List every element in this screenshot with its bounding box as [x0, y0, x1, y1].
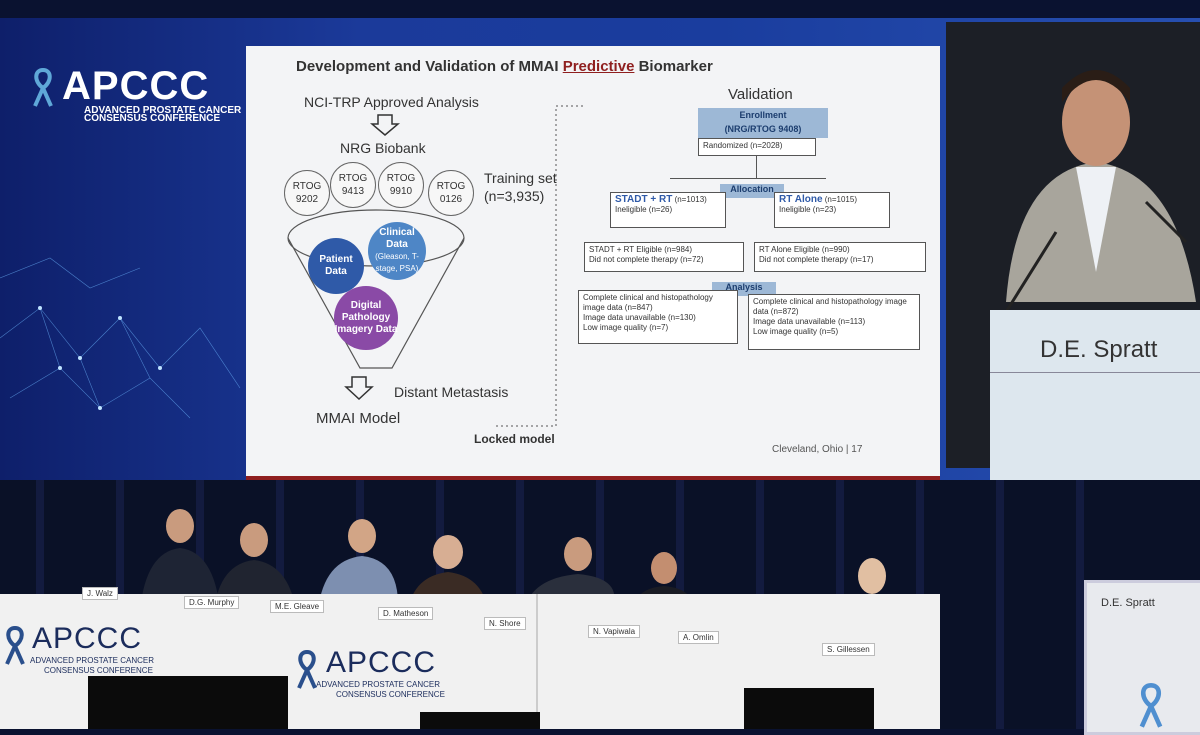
dotted-connector [496, 105, 584, 427]
speaker-name: D.E. Spratt [1040, 336, 1158, 363]
arrow-down-icon [370, 114, 400, 136]
arm1-n: (n=1013) [674, 195, 707, 204]
arm1-eligible: STADT + RT Eligible (n=984) [589, 245, 693, 254]
nametag: M.E. Gleave [270, 600, 325, 613]
ribbon-icon [297, 650, 317, 689]
training-set-label: Training set [484, 170, 557, 186]
rtog-circle: RTOG 9413 [330, 162, 376, 208]
arrow-down-icon [344, 376, 374, 400]
table-monitor [88, 676, 288, 729]
mmai-model-text: MMAI Model [316, 410, 401, 427]
slide-title: Development and Validation of MMAI Predi… [296, 58, 713, 75]
clinical-data-detail: (Gleason, T-stage, PSA) [375, 252, 419, 273]
arm1-eligible-box: STADT + RT Eligible (n=984) Did not comp… [584, 242, 744, 272]
rtog-circle: RTOG 0126 [428, 170, 474, 216]
complete2-a: Image data unavailable (n=113) [753, 317, 866, 326]
arm1-ineligible: Ineligible (n=26) [615, 205, 673, 214]
nametag: D. Matheson [378, 607, 434, 620]
arm2-eligible: RT Alone Eligible (n=990) [759, 245, 850, 254]
approved-text: NCI-TRP Approved Analysis [304, 94, 479, 110]
rtog-circle: RTOG 9202 [284, 170, 330, 216]
training-set-n: (n=3,935) [484, 188, 545, 204]
complete2-text: Complete clinical and histopathology ima… [753, 297, 907, 316]
speaker-podium: D.E. Spratt [1084, 580, 1200, 735]
nametag: N. Vapiwala [588, 625, 641, 638]
podium-name: D.E. Spratt [1101, 597, 1155, 609]
arm2-ineligible: Ineligible (n=23) [779, 205, 837, 214]
nametag: S. Gillessen [822, 643, 875, 656]
biobank-text: NRG Biobank [340, 140, 426, 156]
arm2-dnc: Did not complete therapy (n=17) [759, 255, 874, 264]
table-logo-text: APCCC [32, 622, 143, 655]
allocation-header: Allocation [720, 184, 784, 198]
table-logo-sub2: CONSENSUS CONFERENCE [336, 690, 445, 699]
arm2-label: RT Alone [779, 194, 823, 205]
enrollment-trial: (NRG/RTOG 9408) [724, 124, 802, 134]
speaker-nameplate-screen: D.E. Spratt [990, 310, 1200, 480]
arm2-n: (n=1015) [824, 195, 857, 204]
nametag: J. Walz [82, 587, 118, 600]
nametag: N. Shore [484, 617, 526, 630]
flow-line [670, 178, 826, 179]
complete2-box: Complete clinical and histopathology ima… [748, 294, 920, 350]
slide-title-pre: Development and Validation of MMAI [296, 58, 563, 75]
clinical-data-circle: Clinical Data (Gleason, T-stage, PSA) [368, 222, 426, 280]
flow-line [756, 156, 757, 178]
table-logo-text: APCCC [326, 646, 437, 679]
ribbon-icon [33, 68, 53, 107]
table-monitor [420, 712, 540, 729]
locked-model-text: Locked model [474, 432, 555, 446]
arm2-eligible-box: RT Alone Eligible (n=990) Did not comple… [754, 242, 926, 272]
presentation-slide: Development and Validation of MMAI Predi… [246, 46, 940, 482]
rtog-circle: RTOG 9910 [378, 162, 424, 208]
table-logo-sub1: ADVANCED PROSTATE CANCER [30, 656, 155, 665]
enrollment-label: Enrollment [739, 110, 787, 120]
distant-metastasis-text: Distant Metastasis [394, 384, 509, 400]
complete1-box: Complete clinical and histopathology ima… [578, 290, 738, 344]
slide-footer: Cleveland, Ohio | 17 [772, 444, 863, 455]
clinical-data-label: Clinical Data [379, 227, 415, 250]
randomized-box: Randomized (n=2028) [698, 138, 816, 156]
arm1-label: STADT + RT [615, 194, 673, 205]
divider [990, 372, 1200, 373]
complete1-b: Low image quality (n=7) [583, 323, 669, 332]
logo-subtitle-1: ADVANCED PROSTATE CANCER [84, 105, 242, 116]
table-logo-left: APCCC ADVANCED PROSTATE CANCER CONSENSUS… [4, 622, 154, 676]
validation-title: Validation [728, 86, 793, 103]
arm1-dnc: Did not complete therapy (n=72) [589, 255, 704, 264]
slide-title-post: Biomarker [634, 58, 713, 75]
speaker-figure [946, 22, 1200, 468]
slide-title-emph: Predictive [562, 58, 635, 75]
complete1-a: Image data unavailable (n=130) [583, 313, 696, 322]
logo-text: APCCC [62, 64, 210, 108]
arm2-box: RT Alone (n=1015) Ineligible (n=23) [774, 192, 890, 228]
arm1-box: STADT + RT (n=1013) Ineligible (n=26) [610, 192, 726, 228]
projection-screen: APCCC ADVANCED PROSTATE CANCER CONSENSUS… [0, 18, 1200, 482]
enrollment-header: Enrollment (NRG/RTOG 9408) [698, 108, 828, 138]
table-monitor [744, 688, 874, 729]
complete2-b: Low image quality (n=5) [753, 327, 839, 336]
ribbon-icon [5, 626, 25, 665]
patient-data-circle: Patient Data [308, 238, 364, 294]
table-seam [536, 594, 538, 729]
ribbon-icon [1139, 683, 1163, 728]
nametag: A. Omlin [678, 631, 719, 644]
table-logo-sub2: CONSENSUS CONFERENCE [44, 666, 153, 675]
digital-pathology-circle: Digital Pathology Imagery Data [334, 286, 398, 350]
nametag: D.G. Murphy [184, 596, 240, 609]
complete1-text: Complete clinical and histopathology ima… [583, 293, 713, 312]
table-logo-center: APCCC ADVANCED PROSTATE CANCER CONSENSUS… [296, 646, 445, 700]
panel-table: APCCC ADVANCED PROSTATE CANCER CONSENSUS… [0, 594, 940, 729]
logo-subtitle-2: CONSENSUS CONFERENCE [84, 113, 221, 124]
network-decoration [0, 257, 241, 419]
apccc-logo: APCCC ADVANCED PROSTATE CANCER CONSENSUS… [32, 64, 241, 125]
table-logo-sub1: ADVANCED PROSTATE CANCER [316, 680, 441, 689]
